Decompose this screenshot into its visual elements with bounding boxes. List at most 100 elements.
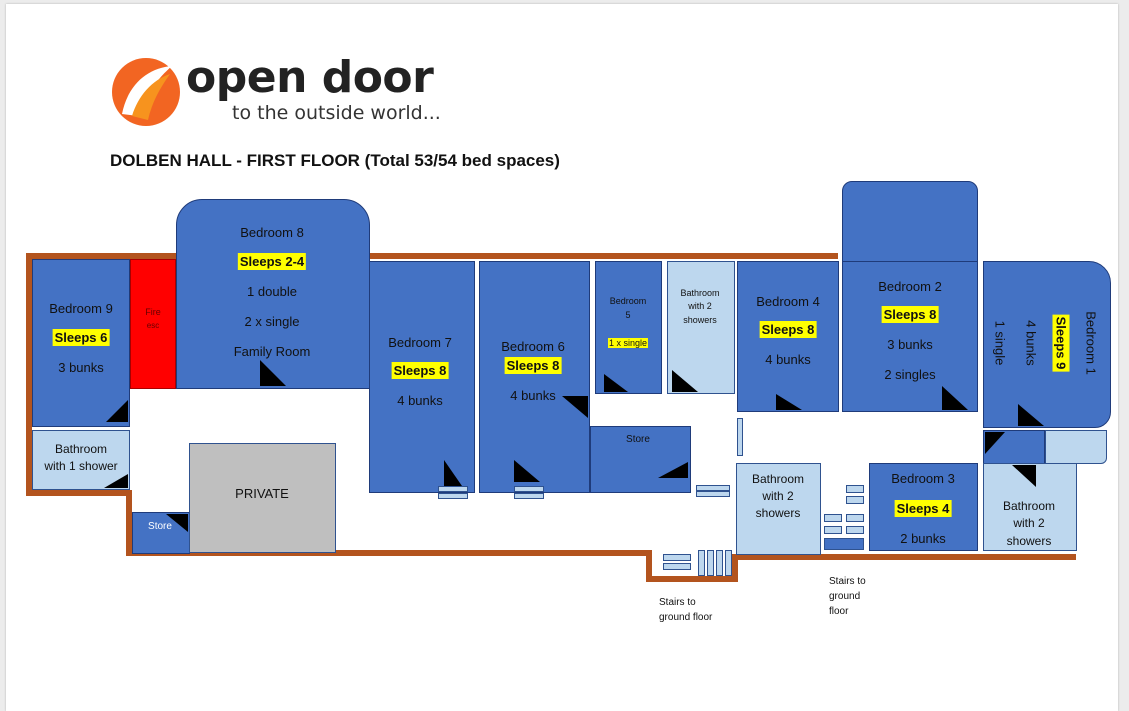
door-icon bbox=[1018, 404, 1044, 426]
door-icon bbox=[604, 374, 628, 392]
door-icon bbox=[104, 474, 128, 488]
bedroom-5-name-line1: Bedroom bbox=[609, 296, 647, 306]
private-area bbox=[189, 443, 336, 553]
bathroom-with-2-showers-mid[interactable] bbox=[736, 463, 821, 555]
wall-bottom-right bbox=[732, 554, 1076, 560]
door-icon bbox=[166, 514, 188, 532]
stairs-left-step bbox=[716, 550, 723, 576]
bedroom-8-name: Bedroom 8 bbox=[240, 225, 304, 240]
bedroom-7-sleeps: Sleeps 8 bbox=[391, 362, 449, 379]
door-marker bbox=[438, 493, 468, 499]
stairs-right-step bbox=[824, 526, 842, 534]
stairs-right-step bbox=[824, 538, 864, 550]
open-door-logo-icon bbox=[112, 58, 180, 126]
fire-escape-line2: esc bbox=[146, 321, 160, 330]
door-marker bbox=[514, 493, 544, 499]
bathroom-mid-line3: showers bbox=[755, 506, 801, 520]
door-marker bbox=[438, 486, 468, 492]
bedroom-5-name-line2: 5 bbox=[625, 310, 631, 320]
stairs-right[interactable] bbox=[846, 485, 864, 493]
bathroom-mid-line1: Bathroom bbox=[751, 472, 805, 486]
door-icon bbox=[776, 394, 802, 410]
door-marker bbox=[514, 486, 544, 492]
bedroom-1-line1: 4 bunks bbox=[1023, 320, 1039, 366]
bedroom-4-name: Bedroom 4 bbox=[756, 294, 820, 309]
fire-escape bbox=[130, 259, 176, 389]
brand-tagline: to the outside world... bbox=[232, 102, 441, 124]
stairs-right-step bbox=[846, 526, 864, 534]
stairs-right-step bbox=[824, 514, 842, 522]
bedroom-1-sleeps: Sleeps 9 bbox=[1052, 314, 1070, 372]
bedroom-6-beds: 4 bunks bbox=[510, 388, 556, 403]
stairs-left[interactable] bbox=[663, 554, 691, 561]
bedroom-5-beds: 1 x single bbox=[607, 338, 649, 348]
store-mid-label: Store bbox=[626, 434, 650, 445]
bedroom-7-name: Bedroom 7 bbox=[388, 335, 452, 350]
door-icon bbox=[260, 360, 286, 386]
bedroom-8[interactable] bbox=[176, 199, 370, 389]
stairs-left-label: Stairs to ground floor bbox=[659, 597, 713, 623]
private-label: PRIVATE bbox=[235, 486, 289, 501]
door-marker bbox=[696, 491, 730, 497]
bedroom-8-line3: Family Room bbox=[233, 344, 311, 359]
bedroom-8-line1: 1 double bbox=[247, 284, 297, 299]
bedroom-1-line2: 1 single bbox=[992, 320, 1008, 366]
plan-title: DOLBEN HALL - FIRST FLOOR (Total 53/54 b… bbox=[110, 151, 560, 170]
door-icon bbox=[562, 396, 588, 418]
bathroom-top-line3: showers bbox=[683, 315, 717, 325]
bedroom-2-line2: 2 singles bbox=[884, 367, 936, 382]
stairs-right bbox=[846, 496, 864, 504]
wall-bottom-left bbox=[126, 550, 652, 556]
bedroom-1-name: Bedroom 1 bbox=[1083, 311, 1099, 375]
stairs-left-step bbox=[725, 550, 732, 576]
stairs-right-label: Stairs to ground floor bbox=[829, 576, 866, 617]
bathroom-right-line2: with 2 bbox=[1013, 516, 1045, 530]
bedroom-3-sleeps: Sleeps 4 bbox=[894, 500, 952, 517]
bedroom-1[interactable] bbox=[983, 261, 1111, 428]
door-icon bbox=[672, 370, 698, 392]
store-mid[interactable] bbox=[590, 426, 691, 493]
bathroom-9-line2: with 1 shower bbox=[44, 459, 118, 473]
bedroom-9-beds: 3 bunks bbox=[58, 360, 104, 375]
door-icon bbox=[1012, 465, 1036, 487]
bedroom-2-line1: 3 bunks bbox=[887, 337, 933, 352]
door-icon bbox=[942, 386, 968, 410]
bedroom-4-sleeps: Sleeps 8 bbox=[759, 321, 817, 338]
door-icon bbox=[106, 400, 128, 422]
bathroom-right-line1: Bathroom bbox=[1002, 499, 1056, 513]
bedroom-8-sleeps: Sleeps 2-4 bbox=[237, 253, 307, 270]
bathroom-top-line1: Bathroom bbox=[680, 288, 720, 298]
wall-bottom-notch-up bbox=[732, 554, 738, 582]
bedroom-9-name: Bedroom 9 bbox=[49, 301, 113, 316]
door-icon bbox=[444, 460, 462, 486]
bedroom-6-name: Bedroom 6 bbox=[501, 339, 565, 354]
bedroom-6-sleeps: Sleeps 8 bbox=[504, 357, 562, 374]
bedroom-5[interactable] bbox=[595, 261, 662, 394]
stairs-left-step bbox=[698, 550, 705, 576]
wall-left bbox=[26, 253, 32, 496]
door-marker bbox=[737, 418, 743, 456]
wall-top bbox=[26, 253, 838, 259]
door-marker bbox=[696, 485, 730, 491]
bedroom-3-name: Bedroom 3 bbox=[891, 471, 955, 486]
stairs-left-step bbox=[707, 550, 714, 576]
bedroom-6[interactable] bbox=[479, 261, 590, 493]
bedroom-8-line2: 2 x single bbox=[244, 314, 300, 329]
bedroom-9-sleeps: Sleeps 6 bbox=[52, 329, 110, 346]
wall-left-lower bbox=[26, 490, 132, 496]
wall-bottom-notch bbox=[646, 576, 738, 582]
bathroom-top-line2: with 2 bbox=[688, 301, 712, 311]
brand-name: open door bbox=[186, 52, 434, 103]
bedroom-2-annex bbox=[842, 181, 978, 266]
bathroom-right-line3: showers bbox=[1006, 534, 1052, 548]
door-icon bbox=[985, 432, 1005, 454]
floor-plan-page: open door to the outside world... DOLBEN… bbox=[6, 4, 1118, 711]
fire-escape-line1: Fire bbox=[145, 307, 161, 317]
bedroom-1-corridor bbox=[1045, 430, 1107, 464]
door-icon bbox=[658, 462, 688, 478]
bathroom-mid-line2: with 2 bbox=[762, 489, 794, 503]
stairs-left bbox=[663, 563, 691, 570]
stairs-right-step bbox=[846, 514, 864, 522]
door-icon bbox=[514, 460, 540, 482]
bedroom-2-sleeps: Sleeps 8 bbox=[881, 306, 939, 323]
